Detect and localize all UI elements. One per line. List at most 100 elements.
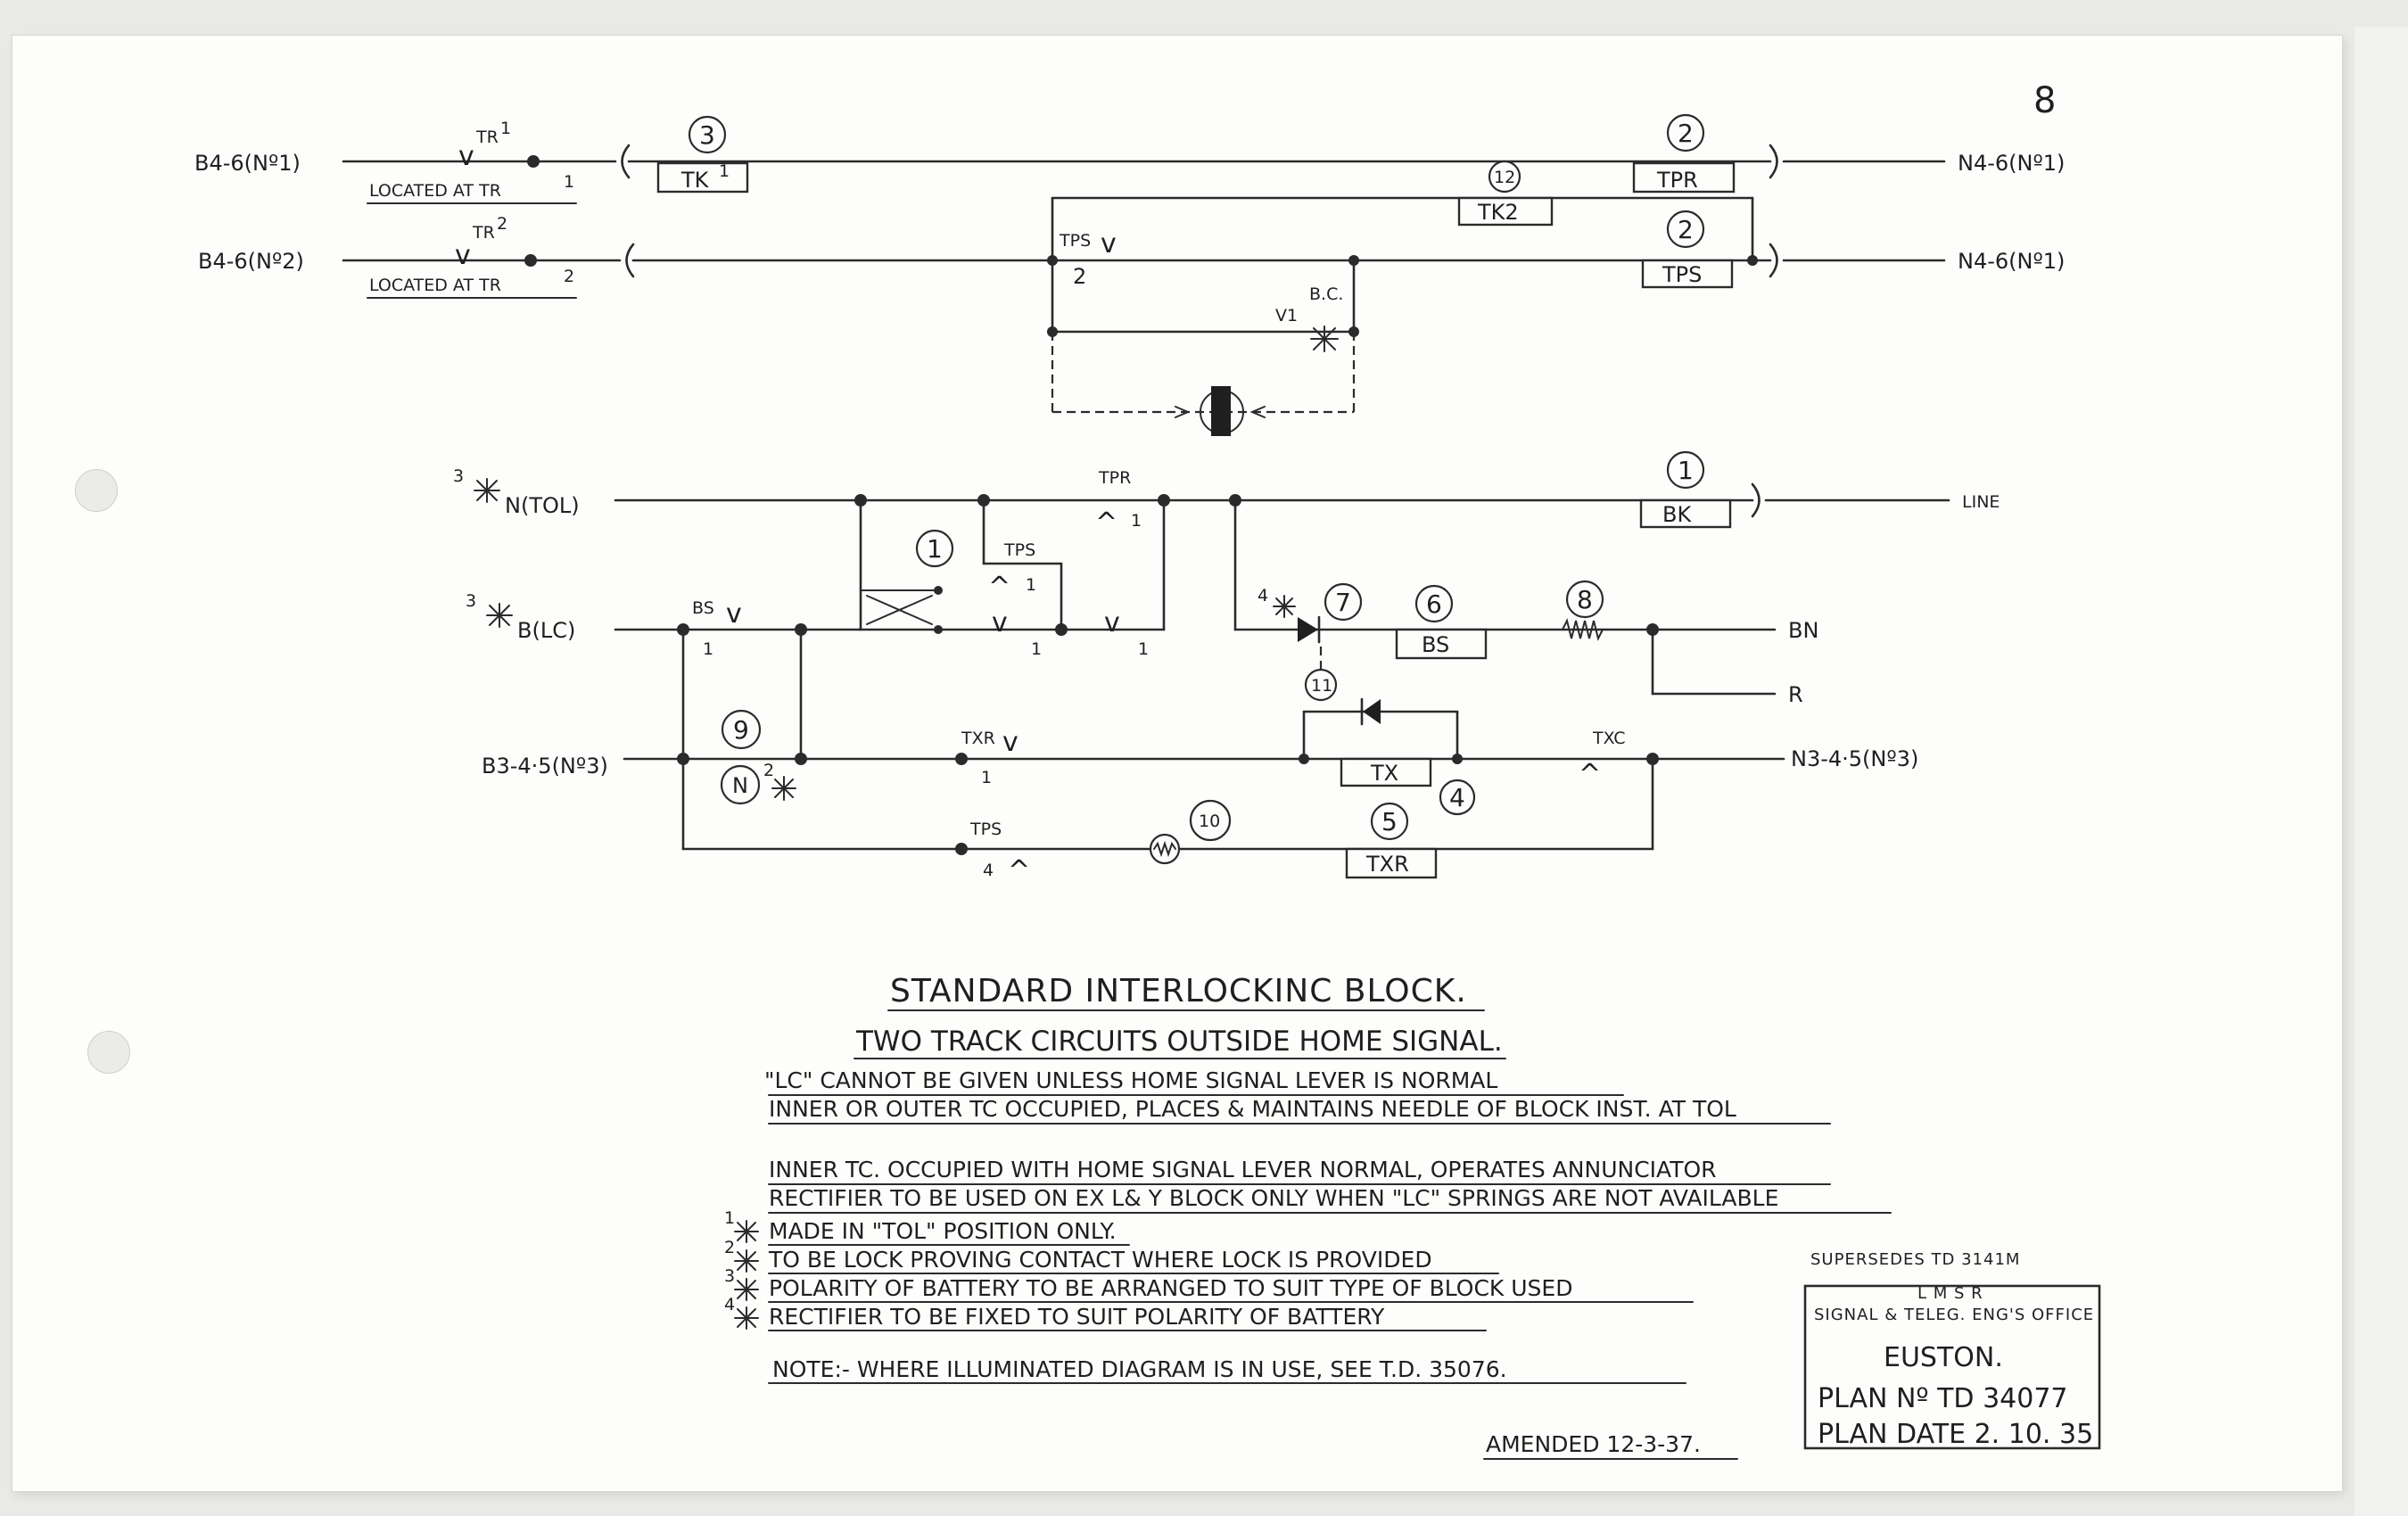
stamp-plan-no: PLAN Nº TD 34077 [1818,1383,2068,1414]
marker-2-mid [1666,210,1705,249]
footnote-2: TO BE LOCK PROVING CONTACT WHERE LOCK IS… [768,1247,1432,1273]
tk1-relay-label: TK [680,168,710,193]
footnote-1-num: 1 [724,1208,735,1228]
note-illuminated: NOTE:- WHERE ILLUMINATED DIAGRAM IS IN U… [772,1356,1507,1382]
bs-relay [1395,628,1488,660]
bn-label: BN [1788,618,1818,643]
footnote-2-num: 2 [724,1238,735,1257]
tr2-contact-mark: v [455,240,471,271]
track-circuit-row-2: B4-6(Nº2) N4-6(Nº1) v TR 2 LOCATED AT TR… [198,160,2065,436]
row2-left-label: B4-6(Nº2) [198,249,304,274]
r-label: R [1788,682,1803,707]
tpr-relay [1632,161,1736,194]
marker-11 [1304,668,1338,702]
tr1-contact-label: TR [475,128,499,147]
resistor-8 [1562,618,1604,641]
marker-3 [688,115,727,154]
marker-12-label: 12 [1494,168,1515,187]
marker-10-label: 10 [1199,812,1220,831]
line-label: LINE [1962,492,2000,512]
n-contact-note: 2 [763,761,774,780]
located-at-tr2-sup: 2 [564,267,574,286]
drawing-subtitle: TWO TRACK CIRCUITS OUTSIDE HOME SIGNAL. [855,1026,1503,1058]
footnote-4: RECTIFIER TO BE FIXED TO SUIT POLARITY O… [769,1304,1385,1330]
tr2-contact-label: TR [472,223,495,243]
rectifier-11 [1360,697,1381,726]
marker-1-lc-label: 1 [927,534,943,564]
tr1-contact-sup: 1 [500,119,511,138]
tk1-relay [656,161,749,194]
marker-4 [1439,779,1476,816]
row2-right-label: N4-6(Nº1) [1958,249,2065,274]
row1-left-label: B4-6(Nº1) [194,151,301,176]
marker-1-bk [1666,450,1705,490]
marker-2-top [1666,113,1705,152]
marker-2-top-label: 2 [1678,119,1694,148]
txc-contact-mark: ^ [1579,759,1601,790]
note-2: INNER OR OUTER TC OCCUPIED, PLACES & MAI… [769,1096,1736,1122]
tx-relay-label: TX [1370,761,1398,786]
bk-relay [1639,498,1732,529]
annunciator [1175,386,1266,436]
tps-relay-label: TPS [1662,262,1702,287]
tps-lower-mark: ^ [1008,855,1030,886]
bs-contact-num: 1 [703,639,713,659]
marker-9 [721,709,762,750]
marker-3-label: 3 [699,120,715,150]
resistor-10 [1149,833,1181,865]
tpr-contact-num: 1 [1131,511,1142,531]
tps-contact-num: 2 [1073,264,1086,289]
marker-5 [1370,802,1409,841]
tx-relay [1340,757,1432,787]
rect-note: 4 [1258,586,1268,606]
sheet-edge [2354,27,2408,1516]
tpr-contact-label: TPR [1098,468,1131,488]
contact-num-b: 1 [1138,639,1149,659]
footnote-1: MADE IN "TOL" POSITION ONLY. [769,1218,1117,1244]
n-tol-label: N(TOL) [505,493,580,518]
txr-contact-mark: v [1002,727,1018,758]
located-at-tr1: LOCATED AT TR [369,181,501,201]
marker-1-lc [915,529,954,568]
marker-7-label: 7 [1335,588,1351,617]
located-at-tr2: LOCATED AT TR [369,276,501,295]
txr-relay-label: TXR [1365,852,1409,877]
n3-right-label: N3-4·5(Nº3) [1791,746,1918,771]
punch-hole-upper [75,469,118,512]
punch-hole-lower [87,1031,130,1074]
txr-contact-num: 1 [981,768,992,787]
contact-num-a: 1 [1031,639,1042,659]
title-block: STANDARD INTERLOCKINC BLOCK. TWO TRACK C… [724,973,1892,1460]
b-lc-note: 3 [466,591,476,611]
rectifier-7 [1298,615,1321,644]
tps-relay [1641,259,1734,289]
office-stamp: SUPERSEDES TD 3141M L M S R SIGNAL & TEL… [1803,1250,2101,1450]
tk1-relay-sup: 1 [719,161,730,181]
marker-11-label: 11 [1311,676,1332,696]
marker-2-mid-label: 2 [1678,215,1694,244]
marker-5-label: 5 [1381,807,1398,836]
b3-left-label: B3-4·5(Nº3) [482,754,608,779]
txc-contact-label: TXC [1592,729,1626,748]
tps-contact-label: TPS [1059,231,1091,251]
marker-9-label: 9 [733,715,749,745]
bk-relay-label: BK [1662,502,1692,527]
row1-right-label: N4-6(Nº1) [1958,151,2065,176]
txr-relay [1345,847,1438,879]
tps-contact-upper-mark: ^ [988,572,1010,603]
footnote-3: POLARITY OF BATTERY TO BE ARRANGED TO SU… [769,1275,1572,1301]
n-contact [720,764,761,805]
tk2-relay-label: TK2 [1477,200,1519,225]
txr-contact-label: TXR [961,729,995,748]
tps-contact-mark: v [1101,228,1117,260]
marker-4-label: 4 [1449,783,1465,812]
bc-label: B.C. [1309,284,1343,304]
drawing-sheet [12,36,2342,1491]
tr1-contact-mark: v [458,141,474,172]
marker-8-label: 8 [1577,585,1593,614]
track-circuit-row-1: B4-6(Nº1) N4-6(Nº1) v TR 1 LOCATED AT TR… [194,113,2065,204]
marker-7 [1324,582,1363,622]
bs-relay-label: BS [1422,632,1449,657]
stamp-location: EUSTON. [1884,1342,2003,1373]
